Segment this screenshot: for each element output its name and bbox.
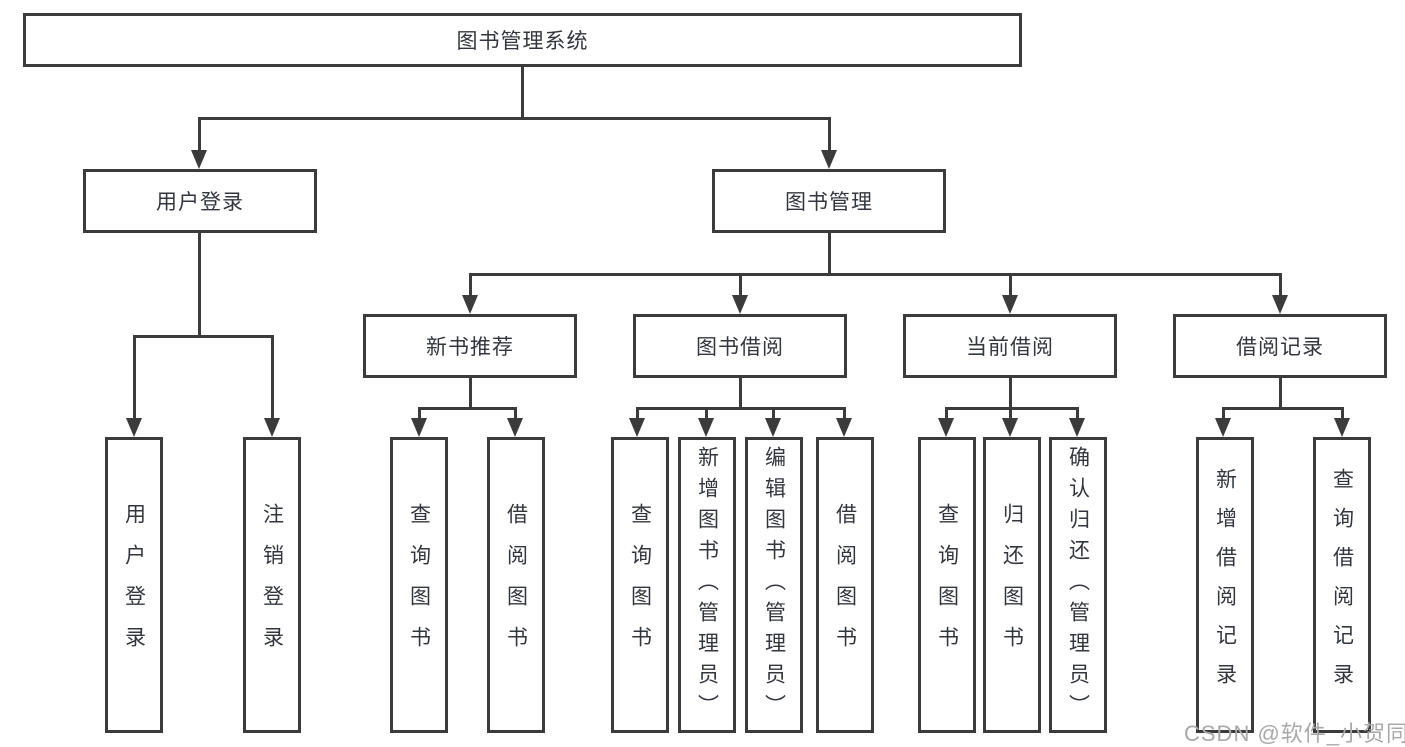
node-book-borrow-label: 图书借阅 xyxy=(696,336,784,359)
connector-line xyxy=(1009,407,1012,421)
arrowhead-down-icon xyxy=(836,418,852,437)
leaf-edit-book-admin: 编辑图书（管理员） xyxy=(745,437,803,733)
leaf-query-borrow-record: 查询借阅记录 xyxy=(1313,437,1371,733)
leaf-return-books: 归还图书 xyxy=(983,437,1041,733)
arrowhead-down-icon xyxy=(821,150,837,169)
connector-line xyxy=(1076,407,1079,421)
leaf-confirm-return-admin-label: 确认归还（管理员） xyxy=(1066,445,1090,725)
node-new-book-label: 新书推荐 xyxy=(426,336,514,359)
leaf-borrow-books-2: 借阅图书 xyxy=(816,437,874,733)
connector-line xyxy=(469,273,1282,276)
leaf-logout: 注销登录 xyxy=(243,437,301,733)
leaf-query-books-2-label: 查询图书 xyxy=(628,503,652,667)
leaf-user-login: 用户登录 xyxy=(105,437,163,733)
connector-line xyxy=(1222,407,1225,421)
arrowhead-down-icon xyxy=(698,418,714,437)
connector-line xyxy=(739,378,742,410)
arrowhead-down-icon xyxy=(126,418,142,437)
connector-line xyxy=(1279,378,1282,410)
connector-line xyxy=(198,233,201,338)
leaf-query-books-3-label: 查询图书 xyxy=(935,503,959,667)
connector-line xyxy=(133,335,274,338)
connector-line xyxy=(1222,407,1344,410)
connector-line xyxy=(705,407,708,421)
connector-line xyxy=(133,335,136,421)
leaf-borrow-books-label: 借阅图书 xyxy=(504,503,528,667)
connector-line xyxy=(1009,273,1012,298)
arrowhead-down-icon xyxy=(1334,418,1350,437)
node-borrow-record: 借阅记录 xyxy=(1173,314,1387,378)
arrowhead-down-icon xyxy=(765,418,781,437)
arrowhead-down-icon xyxy=(264,418,280,437)
leaf-add-borrow-record: 新增借阅记录 xyxy=(1196,437,1254,733)
connector-line xyxy=(469,378,472,410)
arrowhead-down-icon xyxy=(1002,418,1018,437)
connector-line xyxy=(739,273,742,298)
node-current-borrow-label: 当前借阅 xyxy=(966,336,1054,359)
arrowhead-down-icon xyxy=(1215,418,1231,437)
arrowhead-down-icon xyxy=(1272,295,1288,314)
leaf-query-books: 查询图书 xyxy=(390,437,448,733)
node-user-login: 用户登录 xyxy=(83,169,317,233)
connector-line xyxy=(945,407,1079,410)
node-root: 图书管理系统 xyxy=(23,13,1022,67)
connector-line xyxy=(198,117,201,153)
connector-line xyxy=(521,66,524,119)
connector-line xyxy=(636,407,846,410)
connector-line xyxy=(828,117,831,153)
leaf-edit-book-admin-label: 编辑图书（管理员） xyxy=(762,445,786,725)
connector-line xyxy=(636,407,639,421)
node-current-borrow: 当前借阅 xyxy=(903,314,1117,378)
connector-line xyxy=(843,407,846,421)
arrowhead-down-icon xyxy=(507,418,523,437)
connector-line xyxy=(514,407,517,421)
leaf-add-book-admin-label: 新增图书（管理员） xyxy=(695,445,719,725)
connector-line xyxy=(271,335,274,421)
leaf-add-borrow-record-label: 新增借阅记录 xyxy=(1213,468,1237,702)
leaf-borrow-books: 借阅图书 xyxy=(487,437,545,733)
arrowhead-down-icon xyxy=(411,418,427,437)
node-new-book: 新书推荐 xyxy=(363,314,577,378)
connector-line xyxy=(469,273,472,298)
arrowhead-down-icon xyxy=(1069,418,1085,437)
leaf-user-login-label: 用户登录 xyxy=(122,503,146,667)
connector-line xyxy=(945,407,948,421)
leaf-borrow-books-2-label: 借阅图书 xyxy=(833,503,857,667)
arrowhead-down-icon xyxy=(1002,295,1018,314)
arrowhead-down-icon xyxy=(191,150,207,169)
leaf-add-book-admin: 新增图书（管理员） xyxy=(678,437,736,733)
node-root-label: 图书管理系统 xyxy=(456,30,589,53)
leaf-query-books-label: 查询图书 xyxy=(407,503,431,667)
arrowhead-down-icon xyxy=(462,295,478,314)
leaf-logout-label: 注销登录 xyxy=(260,503,284,667)
connector-line xyxy=(1279,273,1282,298)
connector-line xyxy=(418,407,517,410)
csdn-watermark: CSDN @软件_小贺同学 xyxy=(1184,721,1405,746)
leaf-query-borrow-record-label: 查询借阅记录 xyxy=(1330,468,1354,702)
connector-line xyxy=(772,407,775,421)
arrowhead-down-icon xyxy=(629,418,645,437)
connector-line xyxy=(828,233,831,276)
node-book-mgmt: 图书管理 xyxy=(712,169,946,233)
arrowhead-down-icon xyxy=(938,418,954,437)
connector-line xyxy=(198,117,831,120)
node-user-login-label: 用户登录 xyxy=(156,191,244,214)
node-book-mgmt-label: 图书管理 xyxy=(785,191,873,214)
arrowhead-down-icon xyxy=(732,295,748,314)
leaf-query-books-2: 查询图书 xyxy=(611,437,669,733)
leaf-query-books-3: 查询图书 xyxy=(918,437,976,733)
leaf-return-books-label: 归还图书 xyxy=(1000,503,1024,667)
node-borrow-record-label: 借阅记录 xyxy=(1236,336,1324,359)
connector-line xyxy=(1009,378,1012,410)
leaf-confirm-return-admin: 确认归还（管理员） xyxy=(1049,437,1107,733)
node-book-borrow: 图书借阅 xyxy=(633,314,847,378)
connector-line xyxy=(418,407,421,421)
connector-line xyxy=(1341,407,1344,421)
